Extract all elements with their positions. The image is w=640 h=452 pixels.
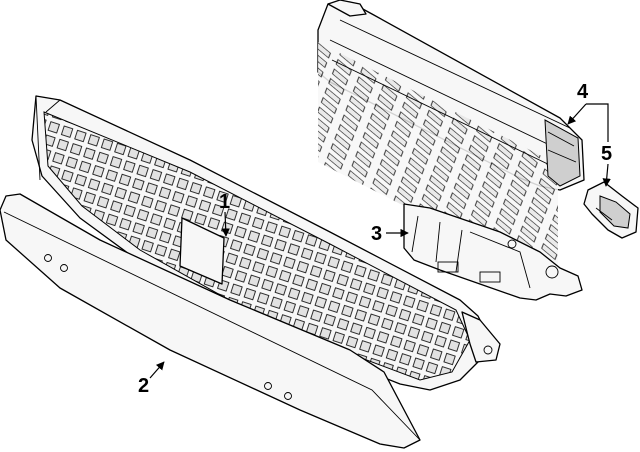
callout-5: 5 xyxy=(601,143,612,165)
leader-5 xyxy=(602,163,611,187)
leader-4 xyxy=(567,103,587,125)
grille-part xyxy=(31,95,501,391)
callout-3: 3 xyxy=(371,223,382,245)
sensor-bracket-part xyxy=(583,181,639,239)
callout-leaders xyxy=(149,103,611,379)
absorber-part xyxy=(317,0,585,285)
leader-1 xyxy=(221,211,230,237)
molding-part xyxy=(0,193,421,449)
callout-2: 2 xyxy=(138,375,149,397)
callout-4: 4 xyxy=(577,81,589,103)
leader-2 xyxy=(149,361,165,379)
callout-1: 1 xyxy=(219,191,230,213)
leader-4-5-bracket xyxy=(586,103,609,142)
side-bracket-part xyxy=(403,203,583,301)
